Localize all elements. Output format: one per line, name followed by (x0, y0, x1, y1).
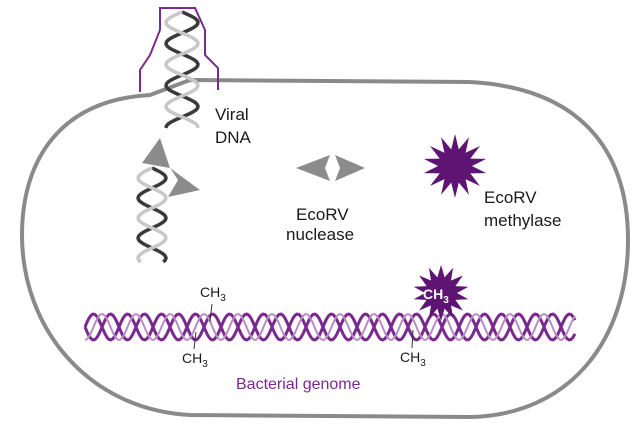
nuclease-label-line1: EcoRV (296, 205, 349, 224)
methyl-label-1: CH3 (200, 284, 226, 304)
methyl-tick-1 (209, 303, 213, 323)
methylase-on-genome-icon (413, 265, 469, 321)
bacterial-genome-helix (83, 312, 577, 342)
viral-dna-label-line2: DNA (215, 128, 252, 147)
ecorv-nuclease-icon (296, 155, 365, 181)
viral-strand (136, 166, 168, 264)
genome-strand (83, 312, 577, 342)
viral-strand (136, 166, 168, 264)
methyl-label-2: CH3 (182, 350, 208, 370)
methyl-label-on-methylase: CH3 (423, 286, 449, 306)
nuclease-fragment-shape (142, 138, 200, 197)
nuclease-label-line2: nuclease (286, 225, 354, 244)
viral-dna-label-line1: Viral (215, 105, 249, 124)
methyl-tick-2 (193, 331, 197, 350)
viral-strand (164, 10, 200, 129)
methylase-label-line1: EcoRV (484, 188, 537, 207)
bacterial-genome-label: Bacterial genome (236, 376, 361, 393)
methylase-label-line2: methylase (484, 211, 561, 230)
methyl-tick-3 (411, 329, 414, 349)
phage-outline (139, 7, 219, 92)
viral-dna-helix (164, 10, 200, 129)
ecorv-methylase-icon (423, 134, 487, 198)
viral-strand (164, 10, 200, 129)
genome-strand (84, 313, 576, 342)
cut-viral-dna-fragment (136, 166, 168, 264)
methyl-label-3: CH3 (400, 349, 426, 369)
bacterial-cell-outline (19, 77, 631, 420)
